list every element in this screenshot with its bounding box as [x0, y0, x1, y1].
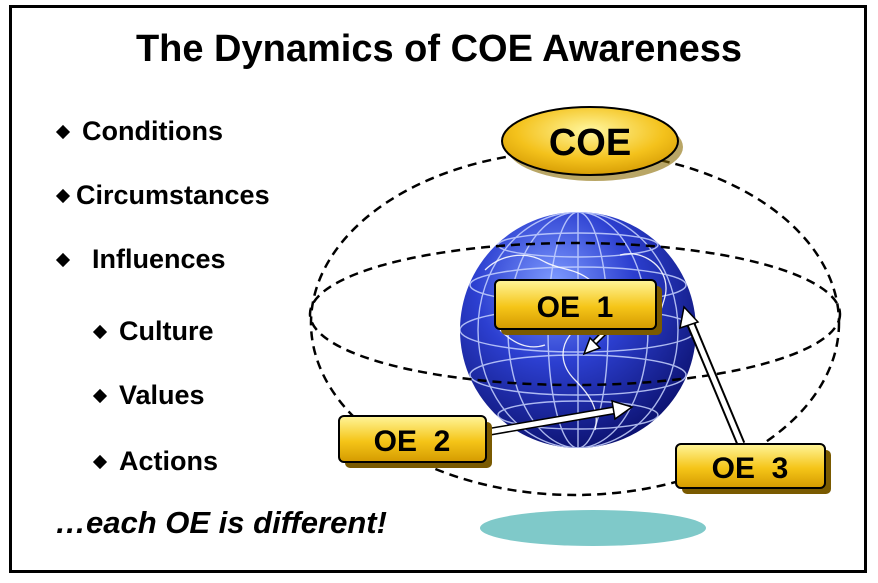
- oe2-label: OE 2: [374, 425, 451, 458]
- bullet-label: Influences: [92, 244, 226, 274]
- bullet-label: Conditions: [82, 116, 223, 146]
- bullet-influences: Influences: [55, 244, 226, 275]
- slide-title: The Dynamics of COE Awareness: [135, 28, 743, 70]
- inner-dashed-ring: [308, 241, 842, 387]
- sub-bullet-culture: Culture: [92, 316, 214, 347]
- teal-ellipse: [480, 510, 706, 546]
- oe3-label: OE 3: [712, 452, 789, 485]
- oe1-label: OE 1: [537, 291, 614, 324]
- sub-bullet-label: Values: [119, 380, 205, 410]
- sub-bullet-label: Culture: [119, 316, 214, 346]
- sub-bullet-label: Actions: [119, 446, 219, 476]
- oe3-box: OE 3: [675, 443, 831, 494]
- sub-bullet-actions: Actions: [92, 446, 219, 477]
- bullet-circumstances: Circumstances: [55, 180, 270, 211]
- arrow-oe3: [679, 305, 746, 446]
- arrow-oe2: [487, 399, 634, 436]
- tagline: …each OE is different!: [55, 505, 387, 540]
- oe2-box: OE 2: [338, 415, 492, 468]
- bullet-conditions: Conditions: [55, 116, 223, 147]
- sub-bullet-values: Values: [92, 380, 205, 411]
- bullet-label: Circumstances: [76, 180, 270, 210]
- oe1-box: OE 1: [494, 279, 662, 335]
- coe-ellipse: COE: [501, 106, 683, 181]
- coe-label: COE: [549, 122, 631, 164]
